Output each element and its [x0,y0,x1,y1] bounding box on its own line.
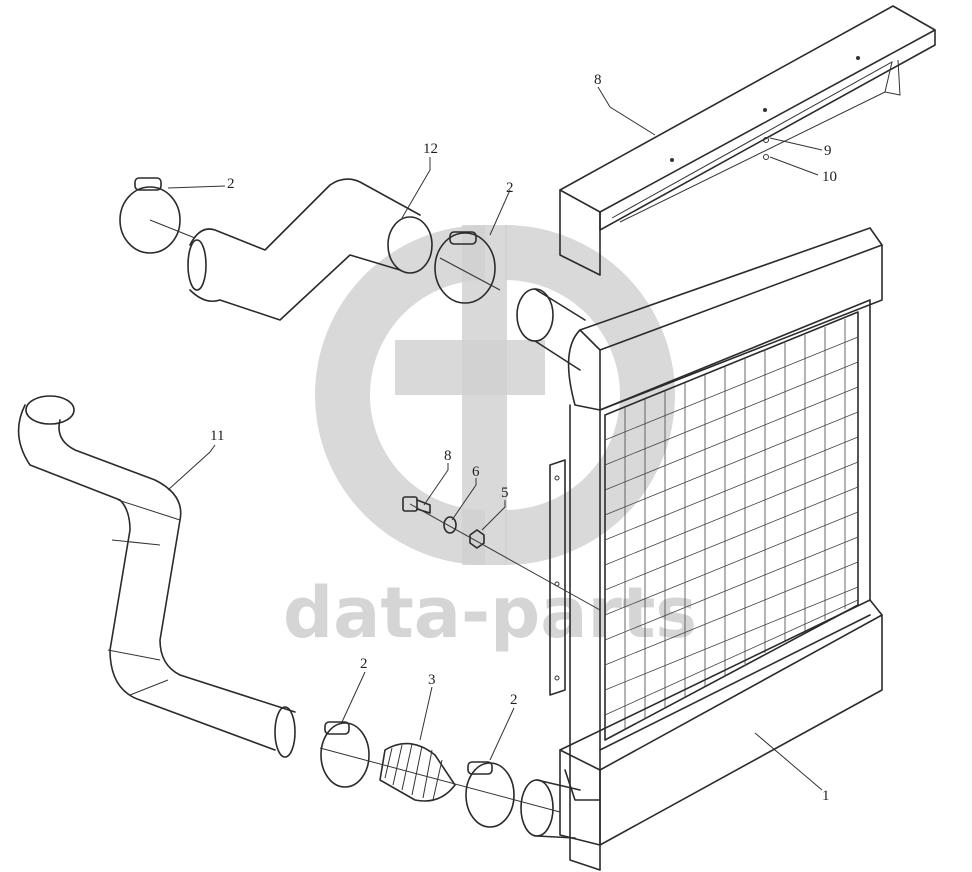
callout-3: 3 [428,672,436,688]
washer-part [443,516,457,534]
callout-2-upper-right: 2 [506,180,514,196]
nut-part [469,529,485,549]
callout-2-lower-right: 2 [510,692,518,708]
top-shroud-part [559,5,936,276]
callout-11: 11 [210,428,224,444]
hose-clamp-lower-right [465,761,515,828]
callout-6: 6 [472,464,480,480]
callout-12: 12 [423,141,438,157]
callout-8: 8 [594,72,602,88]
callout-7: 8 [444,448,452,464]
callout-2-lower-left: 2 [360,656,368,672]
callout-1: 1 [822,788,830,804]
callout-10: 10 [822,169,837,185]
watermark-text: data-parts [283,572,697,654]
callout-5: 5 [501,485,509,501]
core-mesh [604,319,859,730]
upper-hose-part [187,178,433,321]
radiator-core-part [516,227,883,871]
callout-9: 9 [824,143,832,159]
bellows-hose-part [379,742,456,802]
lower-pipe-part [17,395,296,758]
hose-clamp-upper-right [434,231,501,304]
hose-clamp-upper-left [119,177,196,254]
hose-clamp-lower-left [320,721,370,788]
callout-2-upper-left: 2 [227,176,235,192]
